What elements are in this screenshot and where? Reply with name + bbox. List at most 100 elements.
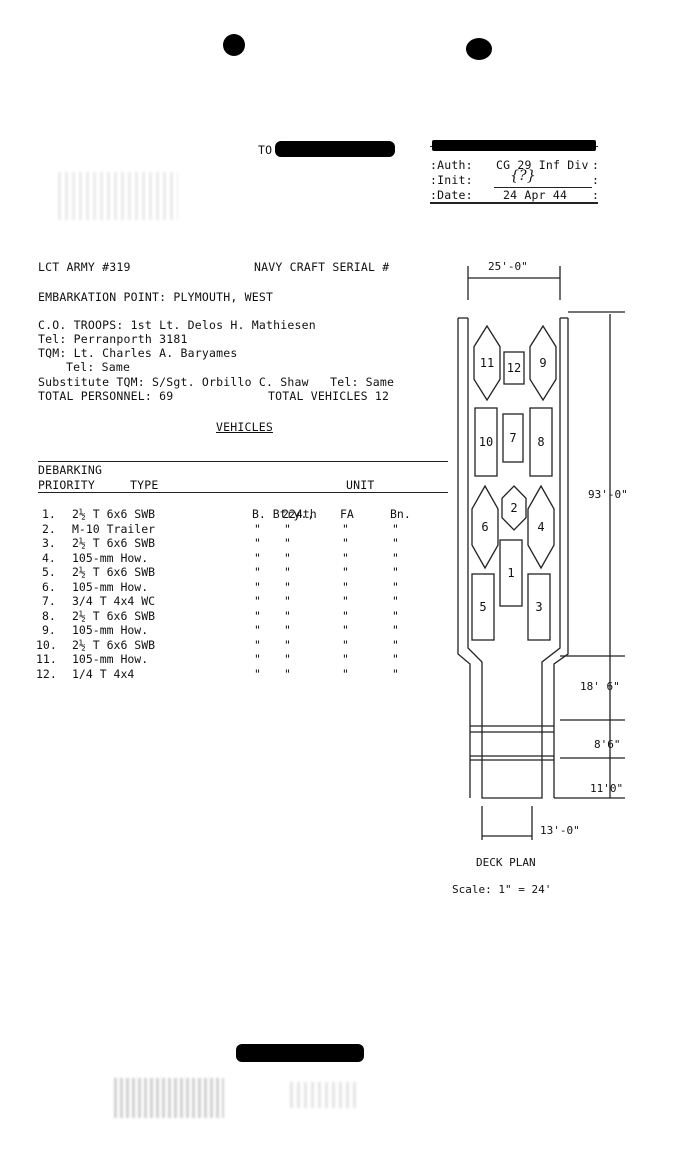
vehicle-shape-1 xyxy=(499,539,523,607)
vehicle-shape-4 xyxy=(527,484,555,570)
substitute-tqm: Substitute TQM: S/Sgt. Orbillo C. Shaw T… xyxy=(38,375,395,389)
dim-18ft: 18' 6" xyxy=(580,680,620,693)
priority-number: 10. xyxy=(36,637,57,652)
unit-cell: " xyxy=(254,666,261,681)
vehicle-shape-11 xyxy=(473,324,501,402)
table-row: 3.2½ T 6x6 SWB"""" xyxy=(0,536,420,550)
unit-cell: " xyxy=(254,536,261,550)
init-end: : xyxy=(592,173,600,187)
width-label: 25'-0" xyxy=(488,260,528,273)
unit-cell: " xyxy=(392,565,399,579)
unit-cell: " xyxy=(342,579,349,594)
unit-cell: " xyxy=(254,652,261,666)
vehicle-type: 2½ T 6x6 SWB xyxy=(72,637,156,652)
priority-number: 3. xyxy=(42,536,56,550)
unit-cell: " xyxy=(254,565,261,579)
vehicle-number-1: 1 xyxy=(507,566,514,580)
punch-hole-left xyxy=(223,34,245,56)
vehicle-type: 1/4 T 4x4 xyxy=(72,666,135,681)
faded-stamp xyxy=(58,172,178,220)
faded-stamp-bottom-2 xyxy=(290,1082,360,1108)
priority-number: 2. xyxy=(42,521,56,536)
redaction-bar xyxy=(275,141,395,157)
vehicle-number-11: 11 xyxy=(480,356,494,370)
unit-cell: " xyxy=(254,623,261,637)
table-row: 7.3/4 T 4x4 WC"""" xyxy=(0,594,420,608)
unit-cell: " xyxy=(392,536,399,550)
deck-plan-caption: DECK PLAN xyxy=(476,856,536,869)
tel-1: Tel: Perranporth 3181 xyxy=(38,332,188,346)
init-value: {?} xyxy=(510,168,536,184)
vehicle-type: 105-mm How. xyxy=(72,652,149,666)
to-label: TO xyxy=(258,143,273,157)
table-row: 8.2½ T 6x6 SWB"""" xyxy=(0,609,420,623)
vehicle-shape-12 xyxy=(503,351,525,385)
unit-cell: " xyxy=(284,521,291,536)
unit-cell: " xyxy=(392,652,399,666)
unit-cell: " xyxy=(254,594,261,608)
tel-2: Tel: Same xyxy=(66,360,131,374)
vehicle-number-6: 6 xyxy=(481,520,488,534)
unit-cell: " xyxy=(342,637,349,652)
date-label: :Date: xyxy=(430,188,473,202)
priority-number: 12. xyxy=(36,666,57,681)
auth-end: : xyxy=(592,158,600,172)
vehicle-type: 2½ T 6x6 SWB xyxy=(72,536,156,550)
vehicle-shape-2 xyxy=(501,485,527,531)
unit-cell: " xyxy=(284,594,291,608)
col-priority: PRIORITY xyxy=(38,478,95,492)
unit-cell: " xyxy=(392,608,399,623)
init-underline xyxy=(494,187,592,188)
unit-cell: " xyxy=(284,536,291,550)
unit-cell: " xyxy=(392,579,399,594)
total-vehicles: TOTAL VEHICLES 12 xyxy=(268,389,390,403)
unit-cell: " xyxy=(254,521,261,536)
unit-cell: " xyxy=(254,608,261,623)
unit-cell: " xyxy=(392,550,399,565)
unit-cell: " xyxy=(284,652,291,666)
vehicle-type: 3/4 T 4x4 WC xyxy=(72,594,156,608)
auth-box-bottom xyxy=(430,202,598,204)
vehicles-heading: VEHICLES xyxy=(216,420,273,434)
priority-number: 9. xyxy=(42,623,56,637)
unit-cell: " xyxy=(254,550,261,565)
table-row: 2.M-10 Trailer"""" xyxy=(0,522,420,536)
faded-stamp-bottom xyxy=(114,1078,224,1118)
vehicle-number-10: 10 xyxy=(479,435,493,449)
col-type: TYPE xyxy=(130,478,159,492)
vehicle-shape-9 xyxy=(529,324,557,402)
unit-cell: " xyxy=(342,565,349,579)
unit-cell: " xyxy=(284,565,291,579)
dim-11ft: 11'0" xyxy=(590,782,623,795)
co-troops: C.O. TROOPS: 1st Lt. Delos H. Mathiesen xyxy=(38,318,316,332)
unit-cell: " xyxy=(392,666,399,681)
vehicle-number-8: 8 xyxy=(537,435,544,449)
scale-label: Scale: 1" = 24' xyxy=(452,883,551,896)
vehicle-shape-6 xyxy=(471,484,499,570)
table-row: 12.1/4 T 4x4"""" xyxy=(0,667,420,681)
length-label: 93'-0" xyxy=(588,488,628,501)
vehicle-shape-5 xyxy=(471,573,495,641)
table-row: 4.105-mm How."""" xyxy=(0,551,420,565)
vehicle-number-3: 3 xyxy=(535,600,542,614)
unit-cell: " xyxy=(392,594,399,608)
unit-cell: " xyxy=(284,579,291,594)
vehicle-shape-10 xyxy=(474,407,498,477)
col-debarking: DEBARKING xyxy=(38,463,103,477)
vehicle-shape-3 xyxy=(527,573,551,641)
unit-cell: " xyxy=(342,623,349,637)
priority-number: 7. xyxy=(42,594,56,608)
table-row: 5.2½ T 6x6 SWB"""" xyxy=(0,565,420,579)
vehicle-type: 2½ T 6x6 SWB xyxy=(72,507,156,521)
redaction-bar-bottom xyxy=(236,1044,364,1062)
unit-cell: " xyxy=(284,623,291,637)
date-end: : xyxy=(592,188,600,202)
unit-cell: " xyxy=(342,666,349,681)
dim-8ft: 8'6" xyxy=(594,738,621,751)
unit-cell: " xyxy=(392,623,399,637)
total-personnel: TOTAL PERSONNEL: 69 xyxy=(38,389,174,403)
vehicle-shape-8 xyxy=(529,407,553,477)
ramp-width-label: 13'-0" xyxy=(540,824,580,837)
unit-cell: FA xyxy=(340,507,354,521)
table-rule-top xyxy=(38,461,448,462)
